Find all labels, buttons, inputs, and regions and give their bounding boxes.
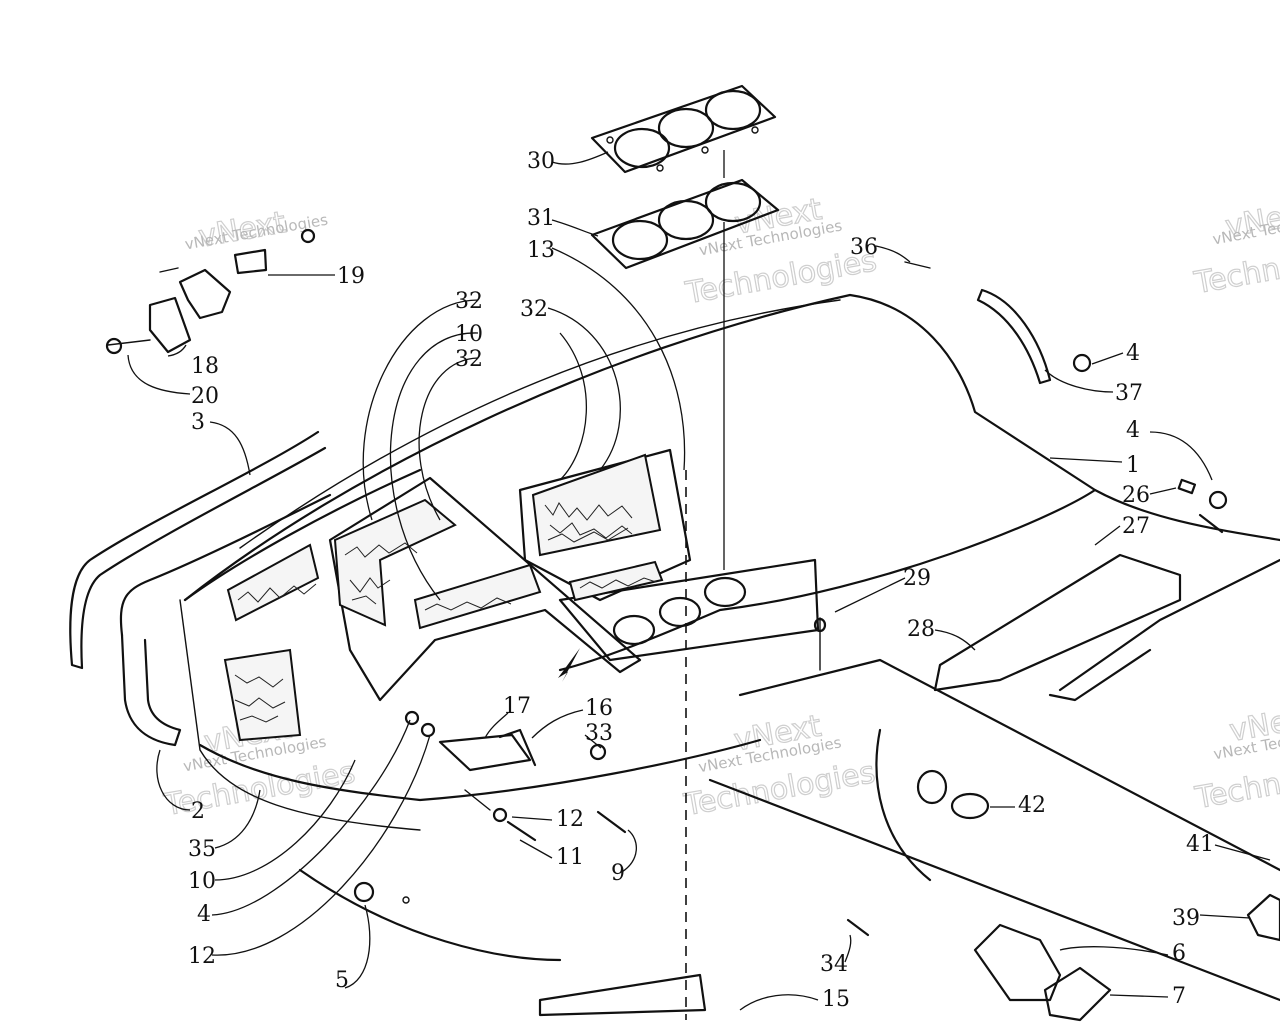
- callout-27: 27: [1122, 514, 1150, 539]
- hinge-bracket-assembly: [105, 228, 316, 355]
- rivet-29: [813, 617, 827, 671]
- switch-assembly: [973, 923, 1112, 1022]
- callout-16: 16: [585, 696, 613, 721]
- watermark-top-right: vNext vNext Technologies Technologies: [1191, 195, 1280, 302]
- watermark-top-left: vNext vNext Technologies: [183, 204, 329, 255]
- callout-17: 17: [503, 694, 531, 719]
- callout-12-mid: 12: [556, 807, 584, 832]
- decal-panel-center: [531, 453, 662, 557]
- decal-panel-left-3: [223, 648, 302, 742]
- watermark-top-center: vNext vNext Technologies Technologies: [682, 191, 880, 312]
- belly-pan: [538, 658, 1280, 1017]
- callout-12-bottom: 12: [188, 944, 216, 969]
- callout-28: 28: [907, 617, 935, 642]
- side-console: [933, 553, 1280, 702]
- callout-20: 20: [191, 384, 219, 409]
- decal-panel-lower: [413, 563, 542, 630]
- callout-42: 42: [1018, 793, 1046, 818]
- callout-32-top: 32: [455, 289, 483, 314]
- callout-11: 11: [556, 845, 584, 870]
- callout-7: 7: [1172, 984, 1186, 1009]
- callout-33: 33: [585, 721, 613, 746]
- callout-19: 19: [337, 264, 365, 289]
- callout-6: 6: [1172, 941, 1186, 966]
- callout-36: 36: [850, 235, 878, 260]
- decal-panel-small: [568, 560, 664, 602]
- callout-5: 5: [335, 968, 349, 993]
- gauge-mounting-plate: [590, 84, 777, 174]
- fasteners: [353, 710, 870, 937]
- callout-1: 1: [1126, 453, 1140, 478]
- callout-34: 34: [820, 952, 848, 977]
- windshield-trim: [69, 430, 332, 747]
- callout-30: 30: [527, 149, 555, 174]
- callout-39: 39: [1172, 906, 1200, 931]
- grommet-42: [916, 769, 990, 820]
- callout-32-right: 32: [520, 297, 548, 322]
- callout-37: 37: [1115, 381, 1143, 406]
- callout-4-top: 4: [1126, 341, 1140, 366]
- watermark-bottom-right: vNext vNext Technologies Technologies: [1191, 699, 1280, 817]
- callouts: 30 31 13 36 4 37 1 4 26 27 29 28 32 10 3…: [188, 149, 1214, 1012]
- callout-2: 2: [191, 799, 205, 824]
- decal-panel-left-2: [226, 543, 320, 622]
- callout-9: 9: [611, 861, 625, 886]
- callout-41: 41: [1186, 832, 1214, 857]
- callout-13: 13: [527, 238, 555, 263]
- callout-29: 29: [903, 566, 931, 591]
- callout-31: 31: [527, 206, 555, 231]
- callout-15: 15: [822, 987, 850, 1012]
- direction-arrow-icon: [558, 648, 580, 682]
- callout-32-mid: 32: [455, 347, 483, 372]
- gauge-gasket: [590, 178, 780, 270]
- leader-lines: [127, 151, 1271, 1011]
- callout-35: 35: [188, 837, 216, 862]
- callout-4-bottom: 4: [197, 902, 211, 927]
- decal-panel-left-1: [333, 498, 457, 627]
- latch-39: [1246, 893, 1280, 942]
- callout-26: 26: [1122, 483, 1150, 508]
- bolt-26: [1177, 478, 1228, 534]
- mounting-bracket-17: [438, 728, 537, 772]
- callout-18: 18: [191, 354, 219, 379]
- callout-4-right: 4: [1126, 418, 1140, 443]
- windshield-support: [904, 261, 1092, 385]
- callout-10-bottom: 10: [188, 869, 216, 894]
- callout-10-top: 10: [455, 322, 483, 347]
- hood-body: [179, 293, 1280, 962]
- callout-3: 3: [191, 410, 205, 435]
